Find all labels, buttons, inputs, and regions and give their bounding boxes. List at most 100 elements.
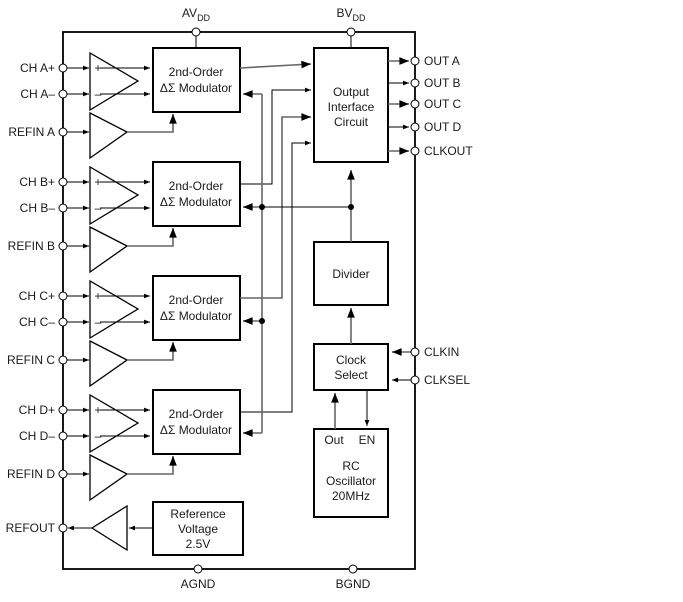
pin-pos-c: CH C+ [19, 289, 89, 303]
clkout-pin: CLKOUT [388, 144, 473, 158]
svg-text:+: + [94, 289, 101, 303]
pin-refin-b: REFIN B [8, 239, 89, 253]
input-amplifier [89, 393, 140, 454]
svg-text:REFIN D: REFIN D [7, 467, 55, 481]
svg-text:2nd-Order: 2nd-Order [169, 65, 224, 79]
clock-select-label-2: Select [334, 368, 368, 382]
svg-text:CLKOUT: CLKOUT [424, 144, 473, 158]
pin-out-a: OUT A [388, 54, 460, 68]
oscillator-label-3: 20MHz [332, 489, 370, 503]
input-amplifier [89, 51, 140, 112]
svg-text:–: – [95, 201, 102, 215]
pin-neg-b: CH B– [20, 201, 89, 215]
pin-pos-d: CH D+ [19, 403, 89, 417]
svg-text:OUT A: OUT A [424, 54, 460, 68]
svg-text:ΔΣ Modulator: ΔΣ Modulator [160, 309, 232, 323]
avdd-pin: AVDD [182, 6, 211, 48]
pin-neg-d: CH D– [19, 429, 89, 443]
svg-text:CH C+: CH C+ [19, 289, 55, 303]
clock-select-block [313, 343, 389, 391]
pin-refin-a: REFIN A [8, 125, 89, 139]
reference-label-2: Voltage [178, 522, 218, 536]
pin-out-b: OUT B [388, 76, 460, 90]
agnd-pin: AGND [181, 564, 216, 591]
oscillator-label-1: RC [342, 459, 360, 473]
svg-text:+: + [94, 403, 101, 417]
svg-text:AVDD: AVDD [182, 6, 211, 23]
svg-text:2nd-Order: 2nd-Order [169, 179, 224, 193]
clkin-pin: CLKIN [391, 345, 459, 359]
svg-text:CH C–: CH C– [19, 315, 55, 329]
svg-text:OUT D: OUT D [424, 120, 461, 134]
svg-text:CH D–: CH D– [19, 429, 55, 443]
pin-out-d: OUT D [388, 120, 461, 134]
junction-dot [348, 204, 354, 210]
svg-text:CLKSEL: CLKSEL [424, 373, 470, 387]
route-out-b [240, 87, 311, 185]
svg-text:+: + [94, 61, 101, 75]
clksel-pin: CLKSEL [392, 373, 470, 387]
bgnd-pin: BGND [336, 564, 371, 591]
modulator-block [152, 275, 241, 341]
ref-buffer [89, 111, 129, 160]
modulator-block [152, 161, 241, 227]
pin-out-c: OUT C [388, 97, 461, 111]
route-out-a [239, 60, 312, 69]
junction-dot [259, 204, 265, 210]
svg-text:REFOUT: REFOUT [6, 521, 56, 535]
svg-text:–: – [95, 315, 102, 329]
pin-neg-c: CH C– [19, 315, 89, 329]
modulator-block [152, 47, 241, 113]
route-out-d [240, 140, 311, 413]
svg-text:ΔΣ Modulator: ΔΣ Modulator [160, 81, 232, 95]
svg-text:CH B–: CH B– [20, 201, 56, 215]
bvdd-pin: BVDD [336, 6, 366, 48]
clock-select-label-1: Clock [336, 353, 367, 367]
svg-text:OUT C: OUT C [424, 97, 461, 111]
svg-text:–: – [95, 87, 102, 101]
channel-d: CH D+ CH D– REFIN D + – 2nd-Order ΔΣ Modulator [7, 389, 241, 502]
output-interface-label-1: Output [333, 85, 370, 99]
reference-label-1: Reference [170, 507, 226, 521]
refout-buffer [90, 504, 128, 552]
svg-text:REFIN C: REFIN C [7, 353, 55, 367]
svg-text:2nd-Order: 2nd-Order [169, 407, 224, 421]
channel-c: CH C+ CH C– REFIN C + – 2nd-Order ΔΣ Modulator [7, 275, 241, 388]
svg-text:CH A+: CH A+ [20, 61, 55, 75]
pin-refin-c: REFIN C [7, 353, 89, 367]
svg-text:CH B+: CH B+ [19, 175, 55, 189]
reference-voltage-block [152, 501, 244, 556]
pin-refin-d: REFIN D [7, 467, 89, 481]
divider-label: Divider [332, 267, 369, 281]
reference-label-3: 2.5V [186, 537, 211, 551]
svg-text:ΔΣ Modulator: ΔΣ Modulator [160, 195, 232, 209]
oscillator-out-port: Out [324, 433, 344, 447]
junction-dot [259, 318, 265, 324]
svg-text:2nd-Order: 2nd-Order [169, 293, 224, 307]
svg-text:CH D+: CH D+ [19, 403, 55, 417]
svg-text:REFIN A: REFIN A [8, 125, 55, 139]
svg-text:+: + [94, 175, 101, 189]
channel-b: CH B+ CH B– REFIN B + – 2nd-Order ΔΣ Modulator [8, 161, 241, 274]
pin-pos-a: CH A+ [20, 61, 89, 75]
output-interface-label-2: Interface [328, 100, 375, 114]
svg-text:CH A–: CH A– [20, 87, 55, 101]
output-interface-label-3: Circuit [334, 115, 369, 129]
pin-pos-b: CH B+ [19, 175, 89, 189]
svg-text:CLKIN: CLKIN [424, 345, 459, 359]
pin-neg-a: CH A– [20, 87, 89, 101]
svg-text:–: – [95, 429, 102, 443]
svg-text:AGND: AGND [181, 577, 216, 591]
modulator-block [152, 389, 241, 455]
svg-text:BGND: BGND [336, 577, 371, 591]
oscillator-label-2: Oscillator [326, 474, 376, 488]
svg-text:ΔΣ Modulator: ΔΣ Modulator [160, 423, 232, 437]
ref-buffer [89, 339, 129, 388]
refout-pin: REFOUT [6, 521, 68, 535]
output-interface-block [313, 47, 389, 163]
oscillator-en-port: EN [359, 433, 376, 447]
channel-a: CH A+ CH A– REFIN A + – 2nd-Order ΔΣ Modulator [8, 47, 241, 160]
svg-text:BVDD: BVDD [336, 6, 366, 23]
input-amplifier [89, 165, 140, 226]
